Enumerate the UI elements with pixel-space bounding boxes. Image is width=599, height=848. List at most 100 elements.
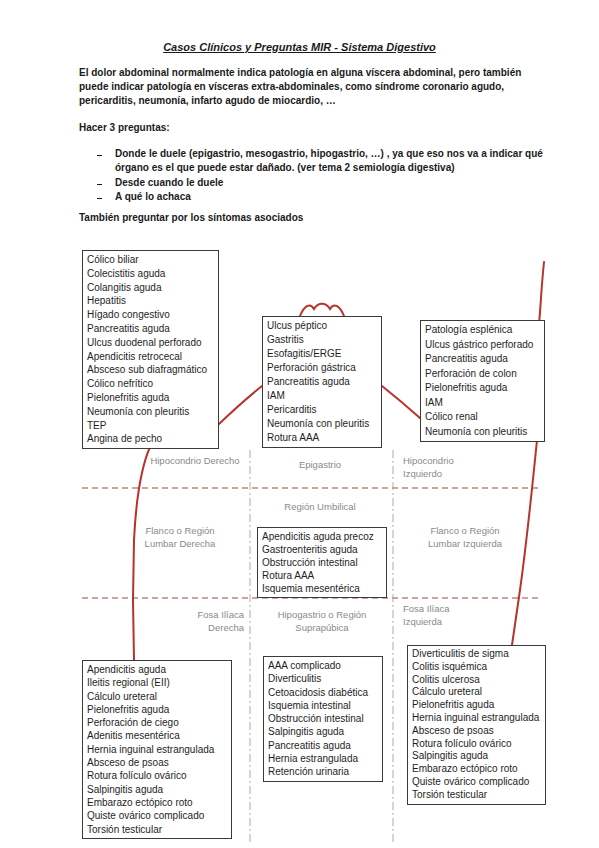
list-item: Cetoacidosis diabética <box>268 686 377 699</box>
list-item: Obstrucción intestinal <box>262 556 381 569</box>
list-item: Adenitis mesentérica <box>87 729 226 742</box>
list-item: Absceso de psoas <box>412 725 540 738</box>
list-item: Absceso sub diafragmático <box>87 363 213 377</box>
list-item: Hernia estrangulada <box>268 752 377 765</box>
list-box: Diverticulitis de sigmaColitis isquémica… <box>407 645 546 805</box>
list-item: Cólico renal <box>425 410 539 425</box>
page-title: Casos Clínicos y Preguntas MIR - Sistema… <box>0 40 599 54</box>
list-item: Pielonefritis aguda <box>87 391 213 405</box>
list-item: Pielonefritis aguda <box>87 703 226 716</box>
list-item: Diverticulitis <box>268 672 377 685</box>
list-box: Ulcus pépticoGastritisEsofagitis/ERGEPer… <box>262 316 382 448</box>
list-item: Absceso de psoas <box>87 756 226 769</box>
region-label: Flanco o Región Lumbar Derecha <box>140 525 220 551</box>
list-item: Patología esplénica <box>425 323 539 338</box>
region-label: Hipocondrio Izquierdo <box>403 455 471 481</box>
list-box: Apendicitis aguda precozGastroenteritis … <box>257 527 387 598</box>
list-item: Cólico biliar <box>87 253 213 267</box>
region-divider <box>250 450 251 845</box>
shoulder-line <box>219 386 262 424</box>
list-item: Ulcus péptico <box>267 319 376 333</box>
bullet-item: Donde le duele (epigastrio, mesogastrio,… <box>115 147 545 175</box>
list-item: Perforación de colon <box>425 367 539 382</box>
list-item: Retención urinaria <box>268 765 377 778</box>
list-item: Ileitis regional (EII) <box>87 676 226 689</box>
list-box: Patología esplénicaUlcus gástrico perfor… <box>420 320 545 442</box>
list-item: Embarazo ectópico roto <box>87 796 226 809</box>
list-item: Pielonefritis aguda <box>425 381 539 396</box>
bullet-item: Desde cuando le duele <box>115 176 545 190</box>
list-item: Hernia inguinal estrangulada <box>412 712 540 725</box>
list-item: Isquemia intestinal <box>268 699 377 712</box>
list-item: TEP <box>87 419 213 433</box>
list-item: Perforación gástrica <box>267 361 376 375</box>
list-item: Pancreatitis aguda <box>268 739 377 752</box>
list-item: Ulcus gástrico perforado <box>425 338 539 353</box>
list-item: Esofagitis/ERGE <box>267 347 376 361</box>
region-divider <box>82 487 540 488</box>
list-item: Apendicitis retrocecal <box>87 350 213 364</box>
bullet-dash <box>97 155 102 156</box>
list-item: Cálculo ureteral <box>87 690 226 703</box>
region-divider <box>393 450 394 845</box>
list-item: Salpingitis aguda <box>87 783 226 796</box>
list-item: Quiste ovárico complicado <box>87 809 226 822</box>
list-item: Colecistitis aguda <box>87 267 213 281</box>
list-item: Colitis ulcerosa <box>412 674 540 687</box>
list-item: Ulcus duodenal perforado <box>87 336 213 350</box>
list-item: Hepatitis <box>87 294 213 308</box>
region-label: Epigastrio <box>275 459 365 472</box>
list-item: Isquemia mesentérica <box>262 582 381 595</box>
list-item: Neumonía con pleuritis <box>425 425 539 440</box>
region-grid <box>82 488 540 598</box>
note-text: También preguntar por los síntomas asoci… <box>79 211 479 225</box>
list-item: Embarazo ectópico roto <box>412 763 540 776</box>
torso-side <box>133 447 150 660</box>
list-item: Cálculo ureteral <box>412 686 540 699</box>
list-item: Perforación de ciego <box>87 716 226 729</box>
list-item: Rotura AAA <box>267 431 376 445</box>
region-label: Fosa Ilíaca Izquierda <box>403 603 471 629</box>
list-item: Pielonefritis aguda <box>412 699 540 712</box>
region-label: Hipocondrio Derecho <box>150 455 240 468</box>
region-label: Fosa Ilíaca Derecha <box>168 609 244 635</box>
list-item: Salpingitis aguda <box>412 750 540 763</box>
bullet-dash <box>97 184 102 185</box>
list-item: AAA complicado <box>268 659 377 672</box>
list-item: Angina de pecho <box>87 432 213 446</box>
list-item: Apendicitis aguda <box>87 663 226 676</box>
list-box: Cólico biliarColecistitis agudaColangiti… <box>82 250 219 449</box>
region-label: Región Umbilical <box>265 501 375 514</box>
list-item: Torsión testicular <box>87 823 226 836</box>
list-item: Obstrucción intestinal <box>268 712 377 725</box>
list-item: Pancreatitis aguda <box>425 352 539 367</box>
list-item: Pancreatitis aguda <box>267 375 376 389</box>
list-item: Hígado congestivo <box>87 308 213 322</box>
neck-outline <box>300 304 344 316</box>
list-item: Neumonía con pleuritis <box>87 405 213 419</box>
list-item: Apendicitis aguda precoz <box>262 530 381 543</box>
list-item: Torsión testicular <box>412 789 540 802</box>
region-label: Flanco o Región Lumbar Izquierda <box>425 525 505 551</box>
list-box: Apendicitis agudaIleitis regional (EII)C… <box>82 660 232 839</box>
bullet-item: A qué lo achaca <box>115 190 545 204</box>
list-box: AAA complicadoDiverticulitisCetoacidosis… <box>263 656 383 782</box>
list-item: Cólico nefrítico <box>87 377 213 391</box>
bullet-dash <box>97 198 102 199</box>
section-heading: Hacer 3 preguntas: <box>79 121 379 135</box>
list-item: Salpingitis aguda <box>268 725 377 738</box>
list-item: IAM <box>425 396 539 411</box>
list-item: Colangitis aguda <box>87 281 213 295</box>
list-item: Rotura folículo ovárico <box>412 738 540 751</box>
list-item: Pericarditis <box>267 403 376 417</box>
region-grid <box>250 450 393 845</box>
list-item: Neumonía con pleuritis <box>267 417 376 431</box>
list-item: Rotura AAA <box>262 569 381 582</box>
region-label: Hipogastrio o Región Suprapúbica <box>263 609 381 635</box>
list-item: Gastroenteritis aguda <box>262 543 381 556</box>
list-item: Quiste ovárico complicado <box>412 776 540 789</box>
list-item: IAM <box>267 389 376 403</box>
shoulder-line <box>382 386 420 418</box>
list-item: Rotura folículo ovárico <box>87 769 226 782</box>
list-item: Gastritis <box>267 333 376 347</box>
